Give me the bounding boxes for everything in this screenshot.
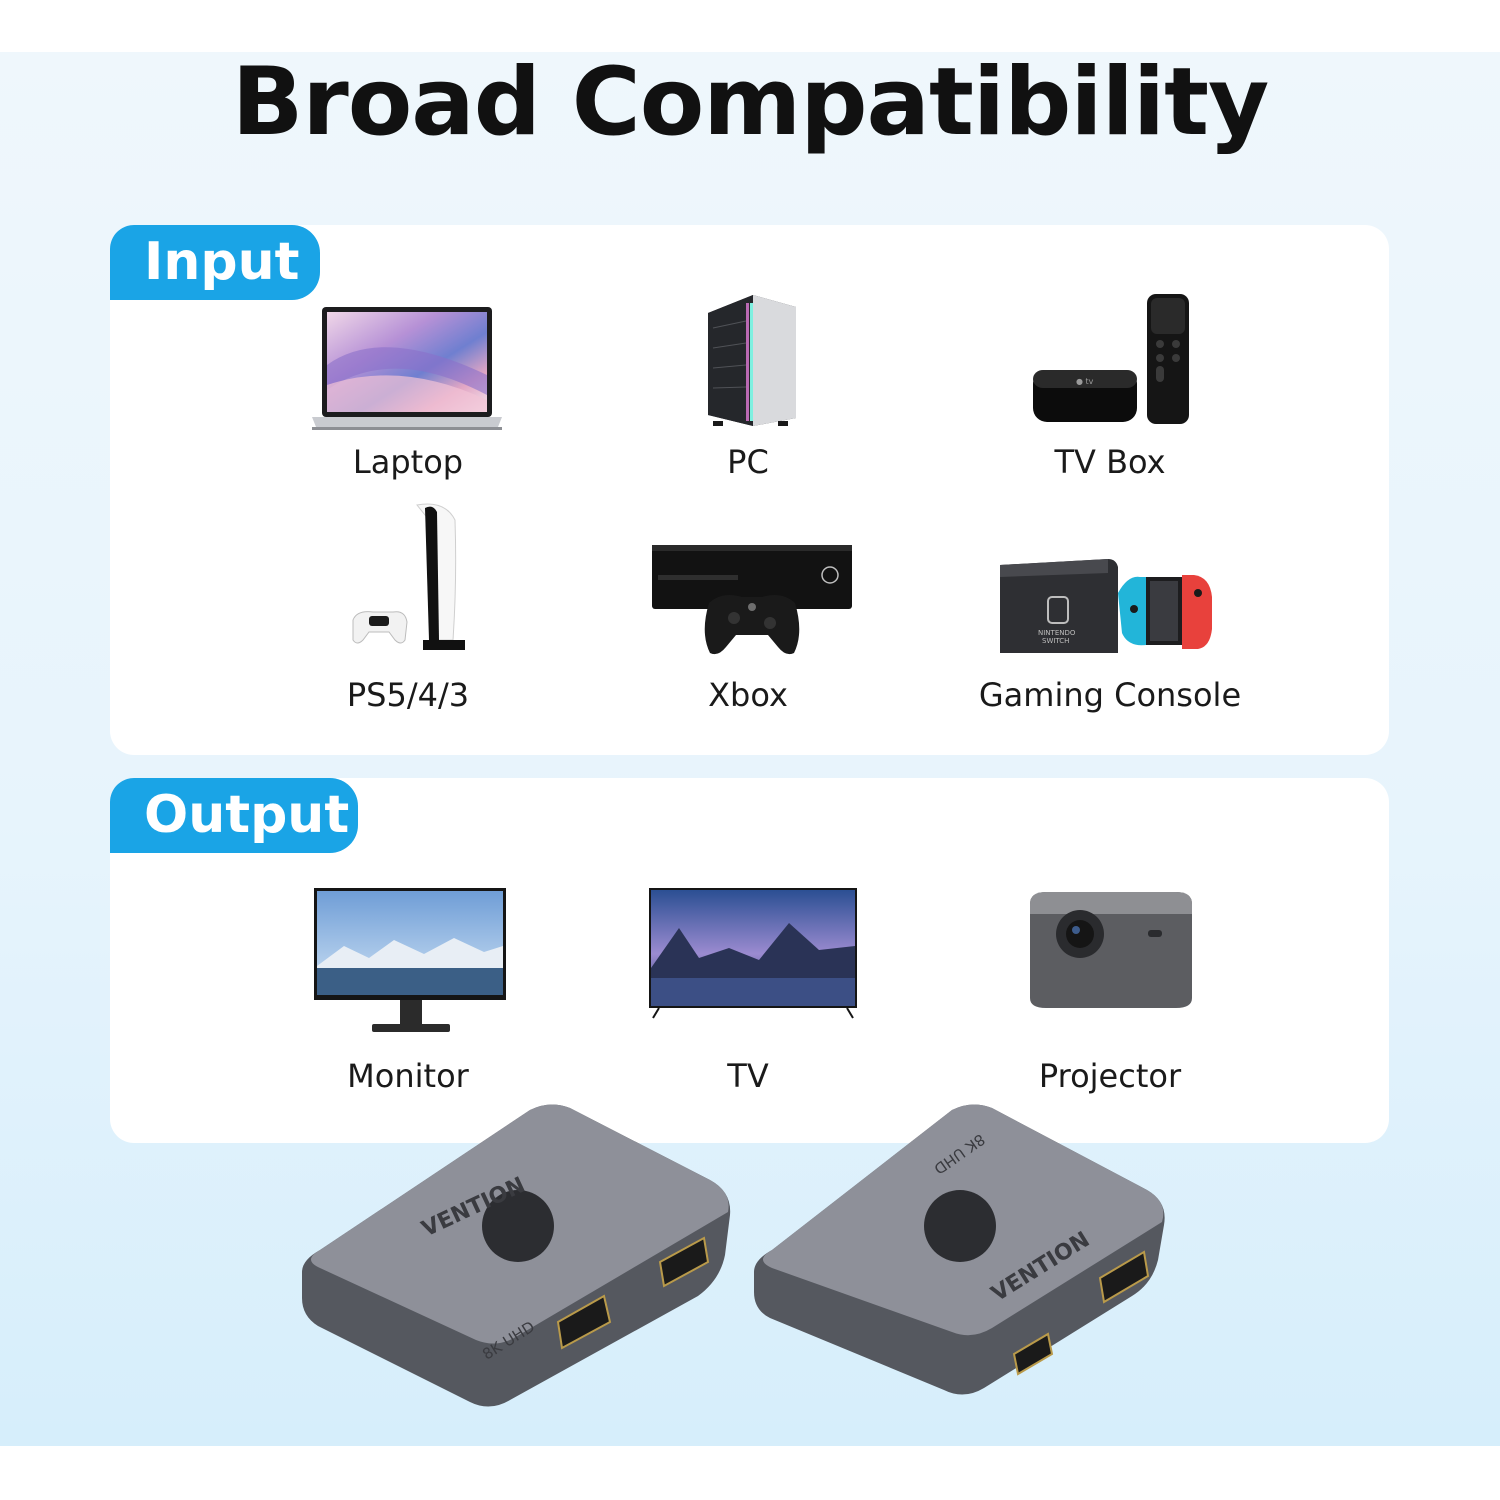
device-label-laptop: Laptop: [352, 443, 464, 481]
hdmi-switch-product-left: VENTION 8K UHD: [300, 1100, 740, 1420]
output-tag: Output: [110, 778, 358, 853]
device-label-gaming-console: Gaming Console: [978, 676, 1242, 714]
page-title: Broad Compatibility: [231, 48, 1270, 157]
svg-text:● tv: ● tv: [1076, 377, 1094, 386]
device-label-tv-box: TV Box: [1054, 443, 1166, 481]
xbox-icon: [652, 543, 854, 658]
monitor-icon: [314, 888, 506, 1033]
device-label-monitor: Monitor: [347, 1057, 469, 1095]
hdmi-switch-product-right: VENTION 8K UHD: [752, 1100, 1172, 1420]
device-label-xbox: Xbox: [708, 676, 788, 714]
tv-icon: [649, 888, 857, 1020]
device-label-ps: PS5/4/3: [346, 676, 470, 714]
input-tag: Input: [110, 225, 320, 300]
nintendo-switch-icon: NINTENDO SWITCH: [998, 553, 1224, 658]
projector-icon: [1026, 890, 1198, 1012]
device-label-projector: Projector: [1038, 1057, 1182, 1095]
device-label-tv: TV: [727, 1057, 769, 1095]
tv-box-icon: ● tv: [1030, 292, 1192, 427]
svg-text:NINTENDO: NINTENDO: [1038, 629, 1076, 637]
svg-text:SWITCH: SWITCH: [1042, 637, 1069, 645]
laptop-icon: [312, 305, 502, 435]
playstation-icon: [345, 500, 470, 652]
pc-tower-icon: [698, 293, 798, 428]
device-label-pc: PC: [727, 443, 769, 481]
